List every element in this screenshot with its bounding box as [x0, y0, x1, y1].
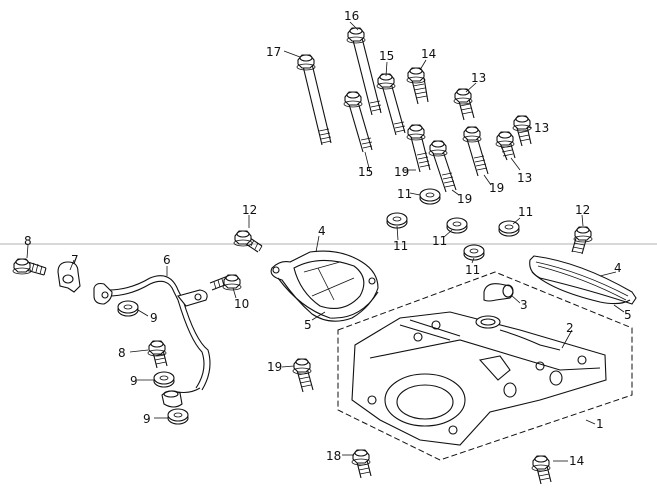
bolt-14-bottom: [531, 455, 552, 485]
bolt-17: [296, 54, 332, 146]
oil-pipe-6: [93, 275, 211, 394]
washer-9-c: [167, 408, 189, 425]
bracket-7: [57, 261, 81, 293]
callout-15-upper: 15: [379, 49, 394, 63]
callout-8-top: 8: [24, 234, 32, 248]
callout-13-right: 13: [534, 121, 549, 135]
leader-lines: [26, 21, 625, 462]
bolt-10: [209, 274, 242, 291]
cover-4-left: [270, 250, 379, 322]
bolt-13-c: [512, 115, 532, 147]
bolt-12-left: [233, 230, 263, 253]
callout-16: 16: [344, 9, 359, 23]
callout-5-right: 5: [624, 308, 632, 322]
callout-6: 6: [163, 253, 171, 267]
bolt-18: [351, 449, 372, 479]
callout-13-lower: 13: [517, 171, 532, 185]
bolt-13-top: [453, 88, 475, 121]
gasket-5-right: [531, 271, 631, 305]
callout-9-a: 9: [150, 311, 158, 325]
head-cover-2: [351, 311, 607, 446]
callout-19-a: 19: [394, 165, 409, 179]
washer-11-a: [419, 188, 441, 205]
callout-15-lower: 15: [358, 165, 373, 179]
bolt-13-b: [495, 131, 516, 161]
callout-1: 1: [596, 417, 604, 431]
callout-4-right: 4: [614, 261, 622, 275]
bolt-14-top: [406, 67, 429, 105]
callout-11-e: 11: [465, 263, 480, 277]
callout-12-right: 12: [575, 203, 590, 217]
callout-19-bottom: 19: [267, 360, 282, 374]
washer-9-b: [153, 371, 175, 388]
callout-4-left: 4: [318, 224, 326, 238]
bolt-19-c: [462, 126, 489, 177]
callout-14-bottom: 14: [569, 454, 584, 468]
callout-17: 17: [266, 45, 281, 59]
callout-11-c: 11: [432, 234, 447, 248]
callout-9-b: 9: [130, 374, 138, 388]
bolt-16: [346, 27, 382, 116]
callout-10: 10: [234, 297, 249, 311]
callout-11-a: 11: [397, 187, 412, 201]
callout-19-b: 19: [457, 192, 472, 206]
washer-11-b: [386, 212, 408, 229]
callout-5-left: 5: [304, 318, 312, 332]
callout-14-top: 14: [421, 47, 436, 61]
bolt-8-top: [12, 258, 47, 276]
bolt-19-bottom: [292, 358, 314, 393]
gasket-5-left: [277, 277, 379, 319]
callout-11-d: 11: [518, 205, 533, 219]
bolt-19-b: [428, 140, 457, 193]
washer-11-d: [498, 220, 520, 237]
banjo-fitting: [161, 390, 183, 408]
callout-8-bottom: 8: [118, 346, 126, 360]
callout-3: 3: [520, 298, 528, 312]
bolt-19-a: [406, 124, 431, 173]
callout-13-top: 13: [471, 71, 486, 85]
washer-11-e: [463, 244, 485, 261]
washer-9-a: [117, 300, 139, 317]
bolt-8-bottom: [147, 340, 168, 369]
callout-2: 2: [566, 321, 574, 335]
bolt-15-upper: [376, 73, 406, 136]
callout-7: 7: [71, 253, 79, 267]
callout-12-left: 12: [242, 203, 257, 217]
callout-11-b: 11: [393, 239, 408, 253]
bolt-12-right: [571, 226, 593, 255]
callout-9-c: 9: [143, 412, 151, 426]
callout-19-c: 19: [489, 181, 504, 195]
bolt-15-lower: [343, 91, 373, 153]
elbow-3: [483, 283, 514, 302]
washer-11-c: [446, 217, 468, 234]
callout-18: 18: [326, 449, 341, 463]
assembly-1-frame: [337, 271, 633, 461]
